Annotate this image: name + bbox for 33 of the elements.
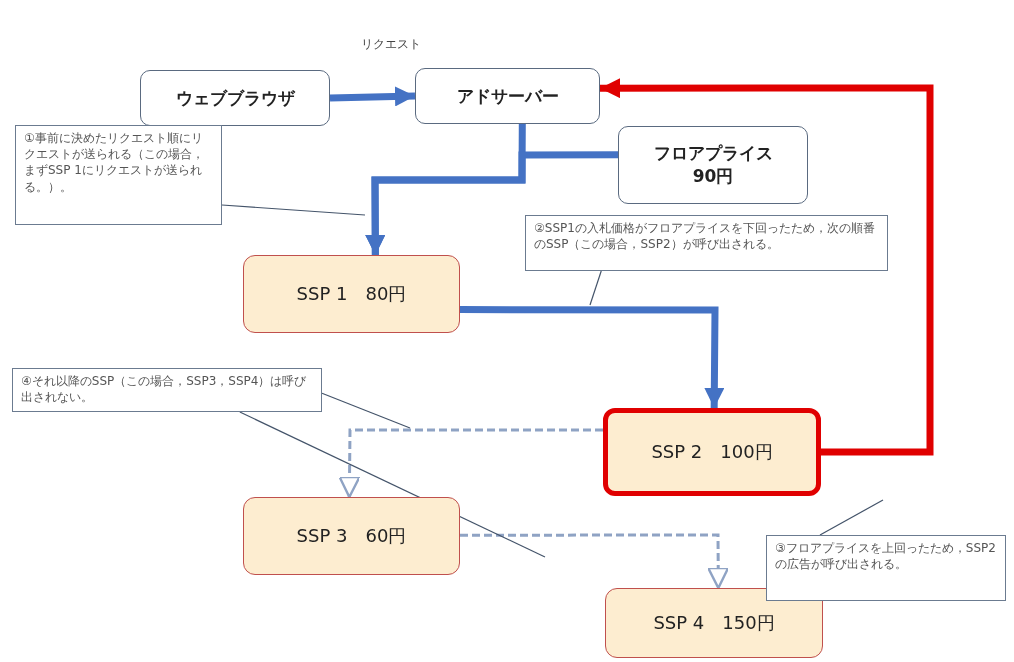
callout-box xyxy=(766,535,1006,601)
arrow xyxy=(329,86,416,107)
arrow xyxy=(460,306,725,409)
ssp-box xyxy=(605,588,823,658)
node-label: SSP 1 80円 xyxy=(296,282,407,306)
callout-text: ④それ以降のSSP（この場合，SSP3，SSP4）は呼び出されない。 xyxy=(21,373,308,406)
callout-box xyxy=(15,125,222,225)
node-label: SSP 3 60円 xyxy=(296,524,407,548)
callout-box xyxy=(525,215,888,271)
leader-line xyxy=(589,270,602,306)
process-box xyxy=(415,68,600,124)
ssp-box xyxy=(243,255,460,333)
callout-text: ②SSP1の入札価格がフロアプライスを下回ったため，次の順番のSSP（この場合，SSP2）が呼び出される。 xyxy=(534,220,876,253)
dashed-arrow xyxy=(460,533,730,590)
node-label: ウェブブラウザ xyxy=(175,86,295,110)
ssp-box xyxy=(603,408,821,496)
arrow xyxy=(365,151,618,255)
callout-box xyxy=(12,368,322,412)
leader-line xyxy=(819,499,884,536)
node-label: アドサーバー xyxy=(456,84,559,108)
dashed-arrow xyxy=(338,428,603,499)
node-label: 90円 xyxy=(692,165,734,188)
callout-text: ①事前に決めたリクエスト順にリクエストが送られる（この場合，まずSSP 1にリクエストが送られる。）。 xyxy=(24,130,205,195)
node-label: SSP 4 150円 xyxy=(653,611,775,635)
node-label: SSP 2 100円 xyxy=(651,440,773,464)
leader-line xyxy=(221,204,366,216)
leader-line xyxy=(321,392,411,429)
process-box xyxy=(618,126,808,204)
ssp-box xyxy=(243,497,460,575)
arrow xyxy=(600,78,934,456)
callout-text: ③フロアプライスを上回ったため，SSP2の広告が呼び出される。 xyxy=(775,540,997,573)
process-box xyxy=(140,70,330,126)
node-label: フロアプライス xyxy=(653,142,773,165)
